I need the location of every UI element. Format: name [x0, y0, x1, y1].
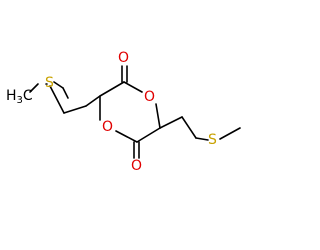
bond-ring-c2-o1	[123, 81, 143, 93]
bond-group	[29, 65, 241, 159]
bond-left-ch2-ch2	[62, 87, 69, 99]
bond-right-chain-a	[159, 116, 183, 129]
atom-o-ring-right: O	[144, 89, 155, 105]
methyl-h: H	[6, 88, 17, 104]
atom-o-ring-left: O	[102, 119, 113, 135]
bond-right-chain-c	[195, 137, 209, 141]
bond-s-right-methyl	[219, 127, 241, 140]
bond-ring-o1-c6	[155, 103, 161, 129]
methyl-c: C	[23, 88, 33, 104]
bond-methyl-left-s	[29, 83, 39, 93]
atom-s-left: S	[45, 75, 54, 91]
bond-right-chain-b	[181, 116, 197, 139]
bond-ring-c3-c2	[99, 81, 125, 97]
bond-ring-c6-c5	[136, 127, 161, 143]
methyl-subscript: 3	[17, 95, 23, 106]
bond-left-chain-b	[63, 105, 87, 114]
atom-labels: O O O O S S H3C	[6, 50, 217, 174]
bond-left-chain-c	[85, 95, 101, 107]
atom-o-ketone-bottom: O	[131, 158, 142, 174]
atom-o-ketone-top: O	[118, 50, 129, 66]
molecule-structure: O O O O S S H3C	[6, 50, 241, 174]
bond-left-chain-a	[49, 85, 65, 114]
atom-s-right: S	[208, 132, 217, 148]
bond-s-left-ch2	[53, 81, 64, 89]
atom-methyl-left: H3C	[6, 88, 33, 106]
bond-ring-c5-o4	[115, 130, 138, 143]
